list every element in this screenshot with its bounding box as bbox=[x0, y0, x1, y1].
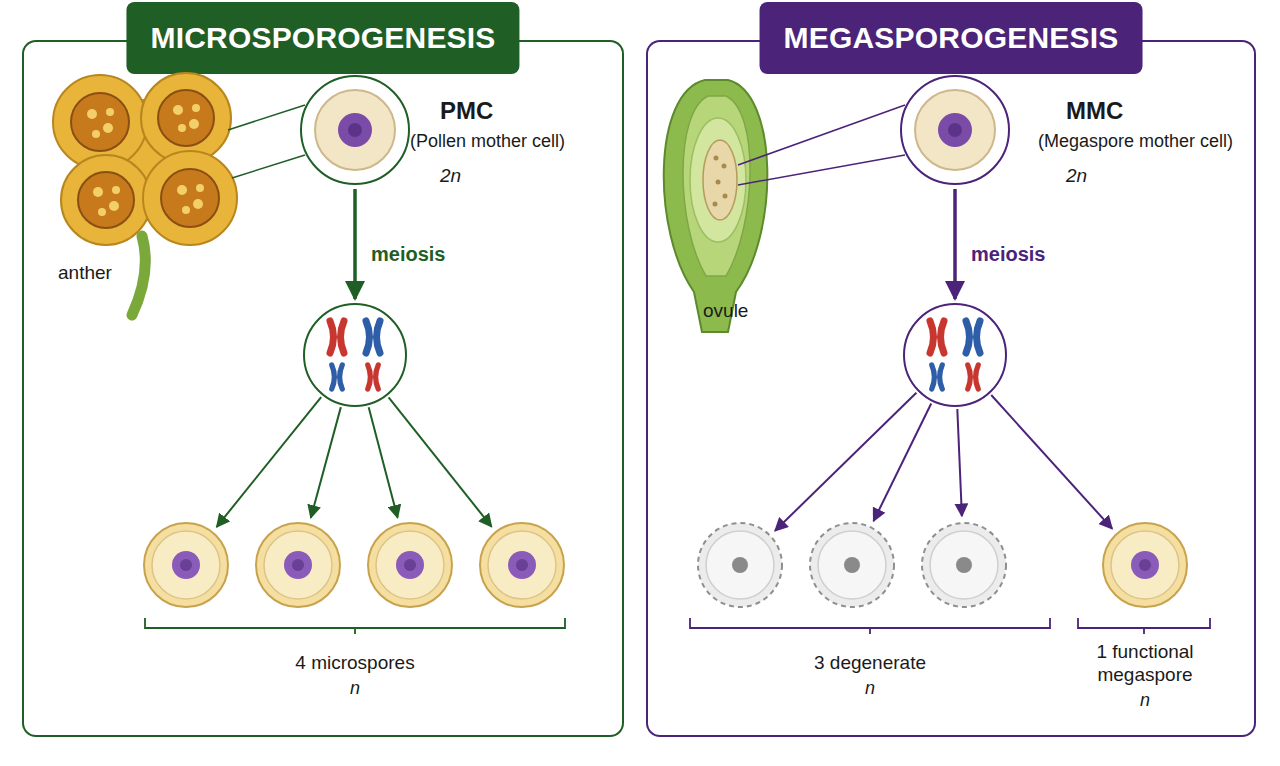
degenerate-cell bbox=[809, 522, 895, 608]
circle-shape bbox=[256, 523, 340, 607]
circle-shape bbox=[901, 76, 1009, 184]
circle-shape bbox=[480, 523, 564, 607]
circle-outline bbox=[143, 522, 229, 608]
process-panel: MICROSPOROGENESISPMC(Pollen mother cell)… bbox=[22, 40, 624, 737]
circle-outline bbox=[1102, 522, 1188, 608]
circle-shape bbox=[922, 523, 1006, 607]
ploidy-label: 2n bbox=[1066, 165, 1087, 188]
degenerate-cell bbox=[921, 522, 1007, 608]
circle-outline bbox=[303, 303, 407, 407]
panel-heading: MICROSPOROGENESIS bbox=[126, 2, 519, 74]
circle-shape bbox=[904, 304, 1006, 406]
mother-cell-circle: PMC(Pollen mother cell)2n bbox=[300, 75, 410, 185]
meiosis-circle bbox=[303, 303, 407, 407]
circle-shape bbox=[144, 523, 228, 607]
circle-outline bbox=[900, 75, 1010, 185]
degenerate-cell bbox=[697, 522, 783, 608]
circle-shape bbox=[368, 523, 452, 607]
circle-outline bbox=[697, 522, 783, 608]
meiosis-circle bbox=[903, 303, 1007, 407]
mother-cell-circle: MMC(Megaspore mother cell)2n bbox=[900, 75, 1010, 185]
cell-name: (Megaspore mother cell) bbox=[1038, 131, 1233, 153]
cell-name: (Pollen mother cell) bbox=[410, 131, 565, 153]
circle-shape bbox=[698, 523, 782, 607]
circle-outline bbox=[367, 522, 453, 608]
circle-shape bbox=[301, 76, 409, 184]
circle-outline bbox=[809, 522, 895, 608]
microspore-cell bbox=[479, 522, 565, 608]
microspore-cell bbox=[367, 522, 453, 608]
circle-outline bbox=[921, 522, 1007, 608]
circle-outline bbox=[255, 522, 341, 608]
circle-outline bbox=[300, 75, 410, 185]
cell-abbreviation: MMC bbox=[1066, 97, 1123, 126]
microspore-cell bbox=[255, 522, 341, 608]
megaspore-cell bbox=[1102, 522, 1188, 608]
circle-shape bbox=[304, 304, 406, 406]
ploidy-label: 2n bbox=[440, 165, 461, 188]
circle-outline bbox=[479, 522, 565, 608]
circle-shape bbox=[810, 523, 894, 607]
circle-outline bbox=[903, 303, 1007, 407]
microspore-cell bbox=[143, 522, 229, 608]
cell-abbreviation: PMC bbox=[440, 97, 493, 126]
circle-shape bbox=[1103, 523, 1187, 607]
panel-heading: MEGASPOROGENESIS bbox=[760, 2, 1143, 74]
process-panel: MEGASPOROGENESISMMC(Megaspore mother cel… bbox=[646, 40, 1256, 737]
